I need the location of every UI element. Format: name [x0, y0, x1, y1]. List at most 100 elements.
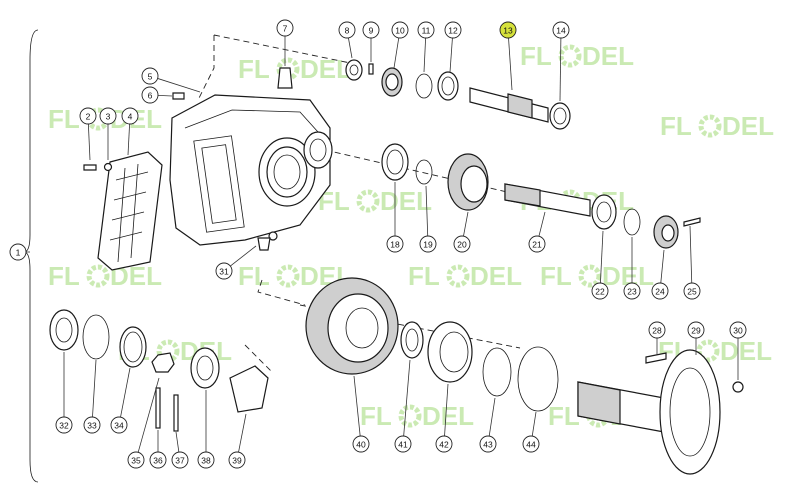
leader-line-33 — [92, 359, 97, 418]
watermark-layer: FLDELFLDELFLDELFLDELFLDELFLDELFLDELFLDEL… — [48, 41, 774, 431]
callout-circle — [394, 435, 412, 453]
gearbox-housing — [169, 94, 333, 246]
leader-line-44 — [531, 411, 537, 437]
top-row-parts — [345, 59, 571, 130]
watermark-text-right: DEL — [470, 261, 522, 291]
callout-part-33[interactable]: 33 — [83, 416, 101, 434]
callout-part-37[interactable]: 37 — [171, 451, 189, 469]
callout-label: 12 — [448, 26, 458, 36]
callout-part-13[interactable]: 13 — [499, 21, 517, 39]
callout-part-21[interactable]: 21 — [528, 235, 546, 253]
callout-circle — [362, 21, 380, 39]
callout-circle — [215, 262, 233, 280]
callout-label: 39 — [232, 456, 242, 466]
cover-plate — [97, 151, 163, 271]
leader-line-12 — [449, 37, 453, 73]
callout-label: 21 — [532, 240, 542, 250]
callout-part-36[interactable]: 36 — [149, 451, 167, 469]
watermark-text-left: FL — [48, 261, 80, 291]
callout-part-11[interactable]: 11 — [417, 21, 435, 39]
callout-label: 11 — [422, 26, 431, 36]
callout-part-40[interactable]: 40 — [352, 435, 370, 453]
watermark-gear-icon — [558, 44, 582, 68]
callout-part-35[interactable]: 35 — [127, 451, 145, 469]
callout-label: 30 — [733, 326, 743, 336]
watermark-text-right: DEL — [422, 401, 474, 431]
callout-part-44[interactable]: 44 — [522, 435, 540, 453]
callout-circle — [141, 86, 159, 104]
callout-part-23[interactable]: 23 — [623, 282, 641, 300]
watermark-gear-icon — [356, 189, 380, 213]
callout-part-6[interactable]: 6 — [141, 86, 159, 104]
callout-part-2[interactable]: 2 — [79, 107, 97, 125]
watermark-gear-icon — [398, 404, 422, 428]
callout-circle — [552, 21, 570, 39]
callout-part-42[interactable]: 42 — [435, 435, 453, 453]
callout-circle — [651, 282, 669, 300]
watermark-text-right: DEL — [722, 111, 774, 141]
callout-circle — [391, 21, 409, 39]
leader-line-11 — [423, 37, 427, 73]
watermark-gear-icon — [86, 264, 110, 288]
callout-part-12[interactable]: 12 — [444, 21, 462, 39]
callout-part-32[interactable]: 32 — [55, 416, 73, 434]
callout-part-29[interactable]: 29 — [687, 321, 705, 339]
callout-label: 34 — [114, 421, 124, 431]
callout-label: 43 — [483, 440, 493, 450]
callout-circle — [55, 416, 73, 434]
leader-lines — [26, 36, 739, 453]
callout-part-34[interactable]: 34 — [110, 416, 128, 434]
callout-part-18[interactable]: 18 — [386, 235, 404, 253]
watermark-gear-icon — [696, 339, 720, 363]
watermark-gear-icon — [698, 114, 722, 138]
callout-part-19[interactable]: 19 — [419, 235, 437, 253]
callout-label: 20 — [457, 240, 467, 250]
callout-circle — [623, 282, 641, 300]
watermark-text-right: DEL — [300, 54, 352, 84]
callout-part-20[interactable]: 20 — [453, 235, 471, 253]
watermark-gear-icon — [446, 264, 470, 288]
callout-part-43[interactable]: 43 — [479, 435, 497, 453]
callout-label: 41 — [398, 440, 408, 450]
callout-part-31[interactable]: 31 — [215, 262, 233, 280]
callout-part-1[interactable]: 1 — [9, 243, 27, 261]
callout-label: 14 — [556, 26, 566, 36]
watermark-text-right: DEL — [380, 186, 432, 216]
callout-label: 10 — [395, 26, 405, 36]
callout-part-28[interactable]: 28 — [648, 321, 666, 339]
callout-label: 3 — [106, 112, 111, 122]
callout-part-38[interactable]: 38 — [197, 451, 215, 469]
callout-circle — [121, 107, 139, 125]
callout-part-39[interactable]: 39 — [228, 451, 246, 469]
callout-part-24[interactable]: 24 — [651, 282, 669, 300]
leader-line-5 — [157, 78, 201, 93]
callout-part-10[interactable]: 10 — [391, 21, 409, 39]
callout-part-3[interactable]: 3 — [99, 107, 117, 125]
callout-part-9[interactable]: 9 — [362, 21, 380, 39]
callout-part-22[interactable]: 22 — [591, 282, 609, 300]
callout-label: 8 — [345, 26, 350, 36]
callout-label: 19 — [423, 240, 433, 250]
leader-line-21 — [538, 211, 546, 237]
callout-part-5[interactable]: 5 — [141, 67, 159, 85]
callout-circle — [276, 19, 294, 37]
callout-part-8[interactable]: 8 — [338, 21, 356, 39]
callout-label: 44 — [526, 440, 536, 450]
callout-part-41[interactable]: 41 — [394, 435, 412, 453]
callout-circle — [110, 416, 128, 434]
callout-circle — [197, 451, 215, 469]
callout-part-14[interactable]: 14 — [552, 21, 570, 39]
watermark-gear-icon — [578, 264, 602, 288]
callout-circle — [683, 282, 701, 300]
callout-part-25[interactable]: 25 — [683, 282, 701, 300]
callout-label: 1 — [16, 248, 21, 258]
callout-label: 9 — [369, 26, 374, 36]
callout-part-30[interactable]: 30 — [729, 321, 747, 339]
callout-part-4[interactable]: 4 — [121, 107, 139, 125]
callout-part-7[interactable]: 7 — [276, 19, 294, 37]
